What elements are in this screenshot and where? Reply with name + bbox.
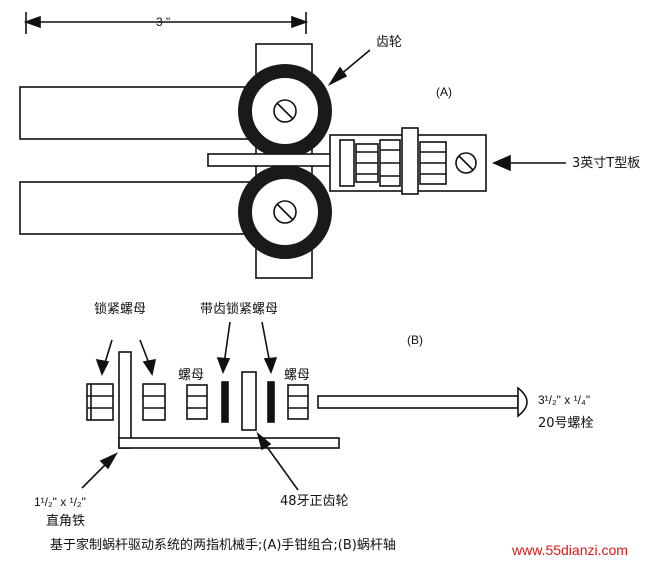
nut-left-label: 螺母 [178, 368, 205, 383]
bolt-shaft [317, 395, 519, 409]
spur-gear [241, 371, 257, 431]
angle-size-label: 1¹/₂" x ¹/₂" [34, 495, 86, 509]
angle-name-label: 直角铁 [46, 514, 86, 529]
part-a-label: (A) [436, 85, 452, 99]
lock-nut-label: 锁紧螺母 [94, 302, 147, 317]
angle-iron-vertical [118, 351, 132, 449]
toothed-lock-nut-label: 带齿锁紧螺母 [200, 302, 279, 317]
dimension-arrow-right [291, 15, 309, 29]
bolt-head [517, 386, 528, 418]
dimension-arrow-left [23, 15, 41, 29]
t-plate-label: 3英寸T型板 [572, 156, 641, 171]
worm-shaft [207, 153, 339, 167]
figure-caption: 基于家制蜗杆驱动系统的两指机械手;(A)手钳组合;(B)蜗杆轴 [50, 538, 396, 553]
bolt-name-label: 20号螺栓 [538, 416, 594, 431]
bolt-size-label: 3¹/₂" x ¹/₄" [538, 393, 591, 407]
angle-iron-horizontal [118, 437, 340, 449]
watermark: www.55dianzi.com [512, 542, 628, 558]
nut-right-label: 螺母 [284, 368, 311, 383]
dimension-label: 3 " [156, 15, 171, 29]
part-b-label: (B) [407, 333, 423, 347]
gear-label: 齿轮 [376, 35, 403, 50]
bracket-plate [401, 127, 419, 195]
spur-gear-label: 48牙正齿轮 [280, 494, 349, 509]
